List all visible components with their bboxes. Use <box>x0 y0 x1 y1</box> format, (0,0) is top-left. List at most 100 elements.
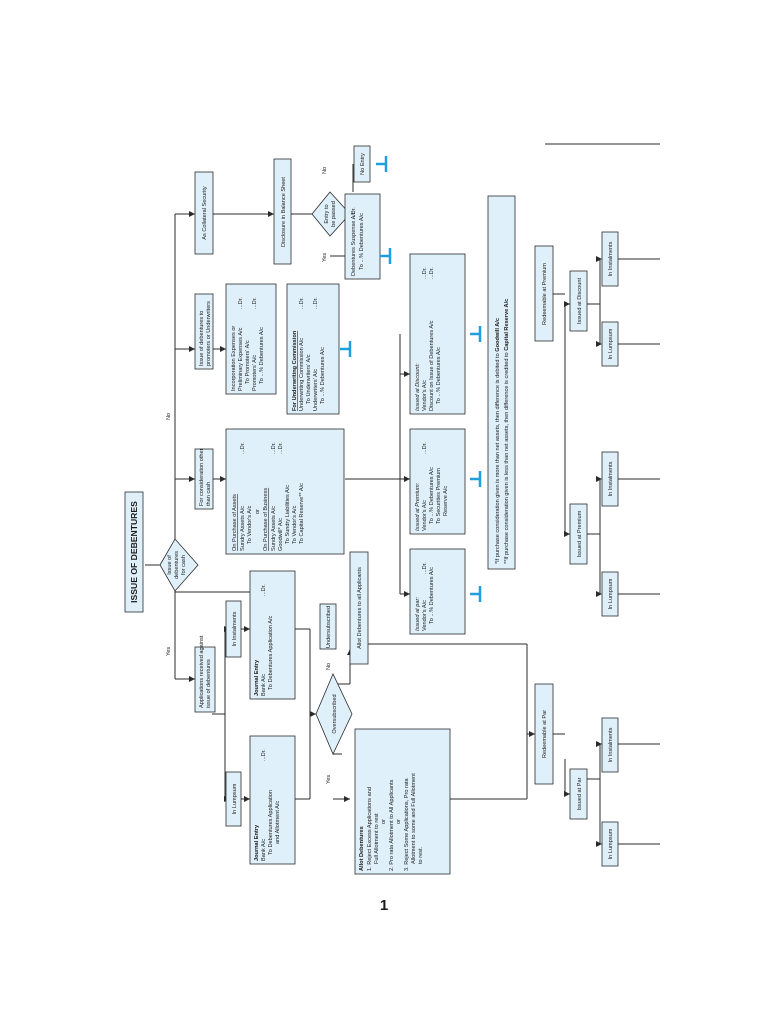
business-line-3: To Sundry Liabilities A/c <box>285 485 291 544</box>
discount-lumpsum-label: In Lumpsum <box>608 328 614 359</box>
consideration-line-1: For consideration other <box>199 448 205 506</box>
lumpsum-label: In Lumpsum <box>232 783 238 814</box>
arrowheads <box>189 211 602 847</box>
promoters-entry-line-3: To Promoters' A/c <box>245 340 251 384</box>
assets-heading: On Purchase of Assets <box>232 494 238 551</box>
disclosure-label: Disclosure in Balance Sheet <box>281 177 287 247</box>
vendor-premium-line-1: Vendor's A/c <box>422 500 428 531</box>
vendor-discount-line-2: Discount on Issue of Debentures A/c <box>429 320 435 411</box>
par-lumpsum-box <box>601 821 619 867</box>
vendor-premium-line-3: To Securities Premium <box>436 468 442 524</box>
vendor-premium-heading: Issued at Premium: <box>415 482 421 531</box>
promoters-box <box>194 293 214 370</box>
no-entry-box <box>353 145 371 183</box>
je-lumpsum-line-1: Bank A/c <box>261 839 267 861</box>
lumpsum-box <box>225 771 242 827</box>
vendor-par-heading: Issued at par: <box>415 597 421 631</box>
allot-all-box <box>349 551 369 665</box>
je-instalments-line-1: Bank A/c <box>261 674 267 696</box>
underwriting-line-4: To ...% Debentures A/c <box>320 347 326 404</box>
premium-instalments-label: In Instalments <box>608 461 614 496</box>
vendor-premium-line-2: To ...% Debentures A/c <box>429 467 435 524</box>
redeemable-premium-box <box>534 245 554 342</box>
business-line-2: Goodwill* A/c <box>278 518 284 551</box>
par-lumpsum-label: In Lumpsum <box>608 828 614 859</box>
consideration-line-2: than cash <box>206 482 212 506</box>
underwriting-dr-1: ...Dr. <box>299 297 305 309</box>
issued-par-box <box>569 768 588 820</box>
oversubscribed-yes: Yes <box>326 775 332 784</box>
discount-instalments-label: In Instalments <box>608 241 614 276</box>
promoters-entry-dr-1: ...Dr. <box>238 297 244 309</box>
cash-question-line-1: Issue of <box>167 555 173 575</box>
journal-entry-lumpsum <box>249 735 296 865</box>
promoters-entry-box <box>225 283 277 395</box>
je-instalments-heading: Journal Entry <box>254 659 260 696</box>
purchase-entries-box <box>225 428 345 555</box>
allot-option-1b: Full Allotment to rest <box>374 813 380 864</box>
vendor-discount-dr-2: ...Dr. <box>429 267 435 279</box>
page-number: 1 <box>379 897 389 914</box>
suspense-line-1: Debentures Suspense A/c <box>351 211 357 276</box>
entry-passed-yes: Yes <box>322 253 328 262</box>
vendor-par-dr: ...Dr. <box>422 562 428 574</box>
disclosure-box <box>273 158 292 265</box>
promoters-entry-line-2: Preliminary Expenses A/c <box>238 327 244 391</box>
redeemable-par-label: Redeemable at Par <box>542 710 548 758</box>
issued-discount-label: Issued at Discount <box>577 278 583 324</box>
suspense-entry-box <box>344 193 381 280</box>
oversubscribed-no: No <box>326 663 332 670</box>
vendor-premium-dr: ...Dr. <box>422 442 428 454</box>
par-instalments-box <box>601 717 619 773</box>
je-instalments-dr: ...Dr. <box>261 584 267 596</box>
redeemable-par-box <box>534 683 554 785</box>
no-label: No <box>166 413 172 420</box>
vendor-par-line-1: Vendor's A/c <box>422 600 428 631</box>
entry-passed-line-2: be passed <box>331 201 337 227</box>
oversubscribed-label: Oversubscribed <box>332 694 338 733</box>
journal-entry-instalments <box>249 570 296 700</box>
allot-all-label: Allot Debentures to all Applicants <box>357 567 363 649</box>
allot-option-3: 3. Reject Some Applications, Pro rata <box>404 777 410 871</box>
redeemable-premium-label: Redeemable at Premium <box>542 263 548 325</box>
premium-lumpsum-label: In Lumpsum <box>608 578 614 609</box>
business-heading: On Purchase of Business <box>263 488 269 551</box>
vendor-discount-line-1: Vendor's A/c <box>422 380 428 411</box>
business-dr-2: ...Dr. <box>278 442 284 454</box>
promoters-entry-line-4: Promoters' A/c <box>252 355 258 391</box>
underwriting-heading: For Underwriting Commission <box>292 330 298 411</box>
premium-lumpsum-box <box>601 571 619 617</box>
cash-question-line-2: debentures <box>174 551 180 579</box>
vendor-discount-box <box>409 253 466 415</box>
par-instalments-label: In Instalments <box>608 727 614 762</box>
business-line-5: To Capital Reserve** A/c <box>299 483 305 544</box>
issued-par-label: Issued at Par <box>577 777 583 810</box>
applications-line-2: issue of debentures <box>206 659 212 708</box>
collateral-label: As Collateral Security <box>202 186 208 240</box>
assets-line-1: Sundry Assets A/c <box>240 506 246 551</box>
footnote-box <box>487 195 516 570</box>
allot-options-heading: Allot Debentures <box>359 826 365 871</box>
business-dr-1: ...Dr. <box>271 442 277 454</box>
vendor-discount-heading: Issued at Discount: <box>415 363 421 411</box>
consideration-other-box <box>194 448 214 510</box>
vendor-discount-dr-1: ...Dr. <box>422 267 428 279</box>
instalments-box <box>225 600 242 658</box>
discount-instalments-box <box>601 231 619 287</box>
suspense-line-2: To ...% Debentures A/c <box>359 213 365 270</box>
applications-line-1: Applications received against <box>199 635 205 708</box>
underwriting-line-3: Underwriters' A/c <box>313 369 319 411</box>
promoters-line-1: Issue of debentures to <box>199 311 205 366</box>
suspense-dr: ...Dr. <box>351 207 357 219</box>
underwriting-line-1: Underwriting Commission A/c <box>299 338 305 411</box>
issued-premium-box <box>569 503 588 565</box>
footnote-line-1: *If purchase consideration given is more… <box>495 318 501 564</box>
allot-options-box <box>354 728 451 875</box>
underwriting-entry-box <box>286 283 340 415</box>
instalments-label: In Instalments <box>232 611 238 646</box>
assets-dr: ...Dr. <box>240 442 246 454</box>
oversubscribed-diamond <box>315 673 353 755</box>
vendor-premium-box <box>409 428 466 535</box>
cyan-markers <box>340 156 482 602</box>
